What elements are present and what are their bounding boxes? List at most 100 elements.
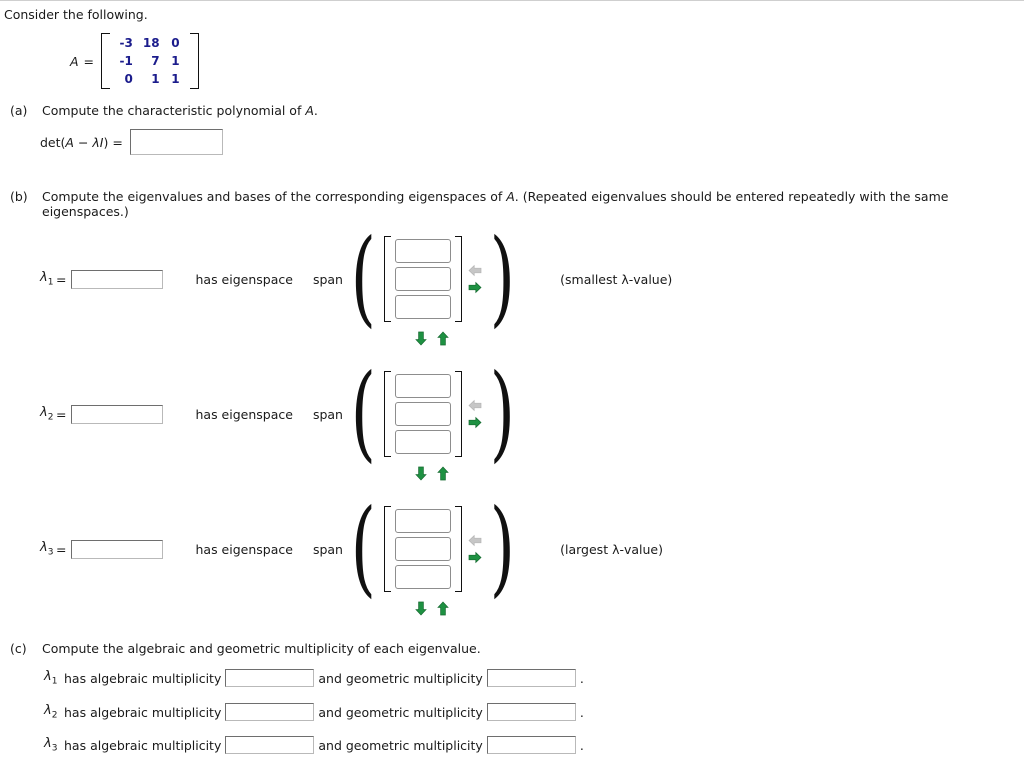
algebraic-multiplicity-input[interactable] (225, 669, 315, 687)
matrix-a-grid: -3 18 0 -1 7 1 0 1 1 (110, 33, 190, 89)
arrow-left-icon[interactable] (468, 534, 482, 547)
vector-input[interactable] (394, 239, 451, 263)
lambda-label: λ2 (40, 405, 56, 423)
lambda-glyph: λ (40, 540, 48, 556)
lambda-glyph: λ (44, 669, 52, 685)
part-a-tag: (a) (10, 103, 28, 118)
arrow-right-icon[interactable] (468, 281, 482, 294)
eigenvector-widget (383, 236, 482, 346)
multiplicity-row: λ3 has algebraic multiplicity and geomet… (44, 736, 584, 754)
geometric-multiplicity-input[interactable] (486, 736, 576, 754)
algebraic-multiplicity-label: has algebraic multiplicity (64, 670, 222, 686)
period: . (579, 737, 584, 753)
matrix-a: A = -3 18 0 -1 7 1 0 1 1 (70, 33, 199, 89)
part-a-text-post: . (313, 103, 318, 118)
lambda-subscript: 1 (47, 277, 54, 288)
det-label-mid: − (73, 134, 93, 150)
equals-sign: = (56, 406, 67, 422)
geometric-multiplicity-label: and geometric multiplicity (318, 704, 483, 720)
geometric-multiplicity-input[interactable] (486, 669, 576, 687)
lambda-glyph: λ (40, 270, 48, 286)
part-b-text-italic: A (506, 189, 515, 204)
lambda-glyph: λ (40, 405, 48, 421)
vector-bracket-right (454, 506, 462, 592)
lambda-value-note: (smallest λ-value) (560, 271, 673, 287)
lambda-subscript: 1 (51, 676, 58, 687)
matrix-cell: 1 (171, 54, 180, 68)
arrow-up-icon[interactable] (436, 466, 451, 481)
column-arrows (468, 534, 482, 564)
matrix-bracket-left (100, 33, 110, 89)
vector-bracket-right (454, 236, 462, 322)
vector-column (391, 506, 455, 592)
lambda-label: λ3 (40, 540, 56, 558)
vector-bracket-left (383, 236, 391, 322)
arrow-left-icon[interactable] (468, 399, 482, 412)
arrow-right-icon[interactable] (468, 416, 482, 429)
vector-input[interactable] (394, 402, 451, 426)
lambda-input[interactable] (71, 404, 164, 424)
matrix-a-label: A = (70, 53, 95, 69)
arrow-down-icon[interactable] (414, 601, 429, 616)
lambda-label: λ3 (44, 736, 60, 754)
span-label: span (312, 406, 343, 422)
vector-column (391, 236, 455, 322)
arrow-left-icon[interactable] (468, 264, 482, 277)
eigenvector-widget (383, 371, 482, 481)
eigen-row: λ3 = has eigenspace span ( ) (40, 489, 740, 616)
lambda-subscript: 2 (47, 412, 54, 423)
vector-input[interactable] (394, 537, 451, 561)
equals-sign: = (56, 271, 67, 287)
lambda-subscript: 2 (51, 710, 58, 721)
det-label-lambda: λI (92, 134, 104, 150)
arrow-up-icon[interactable] (436, 331, 451, 346)
lambda-label: λ1 (40, 270, 56, 288)
matrix-bracket-right (189, 33, 199, 89)
det-label-a: A (65, 134, 74, 150)
period: . (579, 704, 584, 720)
vector-input[interactable] (394, 430, 451, 454)
geometric-multiplicity-label: and geometric multiplicity (318, 737, 483, 753)
geometric-multiplicity-input[interactable] (486, 703, 576, 721)
lambda-input[interactable] (71, 539, 164, 559)
matrix-cell: 7 (151, 54, 160, 68)
det-label-post: ) = (103, 134, 123, 150)
has-eigenspace-label: has eigenspace (195, 541, 293, 557)
lambda-subscript: 3 (51, 743, 58, 754)
geometric-multiplicity-label: and geometric multiplicity (318, 670, 483, 686)
lambda-label: λ1 (44, 669, 60, 687)
vector-input[interactable] (394, 509, 451, 533)
row-arrows (414, 466, 451, 481)
algebraic-multiplicity-input[interactable] (225, 703, 315, 721)
column-arrows (468, 399, 482, 429)
vector-input[interactable] (394, 374, 451, 398)
arrow-up-icon[interactable] (436, 601, 451, 616)
intro-text: Consider the following. (4, 7, 148, 22)
algebraic-multiplicity-input[interactable] (225, 736, 315, 754)
matrix-cell: 1 (151, 72, 160, 86)
matrix-cell: -1 (119, 54, 133, 68)
part-a-text-pre: Compute the characteristic polynomial of (42, 103, 306, 118)
lambda-label: λ2 (44, 703, 60, 721)
det-input[interactable] (129, 129, 223, 155)
period: . (579, 670, 584, 686)
vector-input[interactable] (394, 267, 451, 291)
lambda-input[interactable] (71, 269, 164, 289)
row-arrows (414, 601, 451, 616)
arrow-down-icon[interactable] (414, 331, 429, 346)
arrow-down-icon[interactable] (414, 466, 429, 481)
part-b-text-post: . (Repeated eigenvalues should be entere… (42, 189, 949, 219)
vector-column (391, 371, 455, 457)
lambda-subscript: 3 (47, 547, 54, 558)
vector-bracket-right (454, 371, 462, 457)
lambda-value-note: (largest λ-value) (560, 541, 663, 557)
part-b-tag: (b) (10, 189, 28, 204)
arrow-right-icon[interactable] (468, 551, 482, 564)
matrix-cell: 0 (124, 72, 133, 86)
span-label: span (312, 271, 343, 287)
vector-input[interactable] (394, 565, 451, 589)
det-line: det(A − λI) = (40, 129, 223, 155)
vector-input[interactable] (394, 295, 451, 319)
det-label-pre: det( (40, 134, 66, 150)
part-a-text: Compute the characteristic polynomial of… (42, 103, 318, 118)
